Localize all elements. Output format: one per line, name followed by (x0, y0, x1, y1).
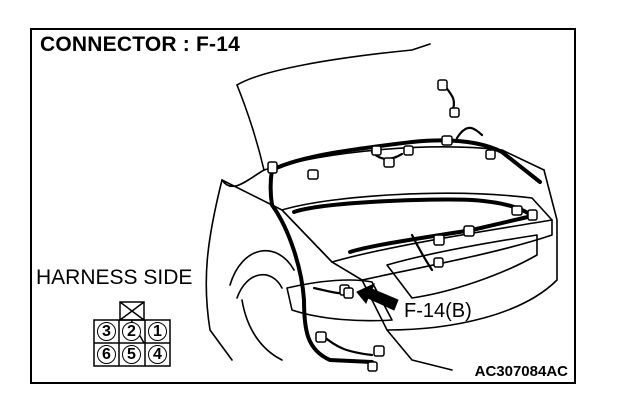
connector-f14 (343, 287, 354, 299)
harness-connector (373, 345, 385, 357)
license-recess (386, 234, 538, 299)
harness-connector (383, 157, 395, 168)
harness-connector (433, 234, 445, 246)
callout-arrow (356, 283, 399, 311)
harness-side (270, 203, 374, 364)
figure-code: AC307084AC (474, 363, 568, 380)
harness-lid (292, 197, 534, 254)
harness-connector (433, 257, 444, 268)
pin-3: 3 (97, 322, 116, 341)
harness-connector (511, 205, 523, 216)
rear-body (221, 169, 558, 331)
wheel-arch (229, 249, 295, 286)
pin-4: 4 (148, 345, 167, 364)
harness-connector (307, 169, 319, 180)
harness-connector (485, 149, 496, 160)
harness-connector (367, 361, 378, 372)
figure-frame: CONNECTOR : F-14 (30, 28, 576, 384)
rear-window-outline (236, 43, 431, 86)
harness-connector (315, 331, 327, 343)
connector-housing (93, 301, 171, 367)
harness-main (270, 138, 542, 184)
harness-connector (403, 145, 414, 156)
connector-callout-label: F-14(B) (404, 300, 472, 322)
wheel (241, 299, 283, 361)
pin-1: 1 (148, 322, 167, 341)
vehicle-rear-diagram (205, 43, 558, 372)
pin-6: 6 (97, 345, 116, 364)
connector-title: CONNECTOR : F-14 (40, 33, 240, 56)
pin-5: 5 (122, 345, 141, 364)
harness-connector (449, 107, 460, 118)
harness-side-label: HARNESS SIDE (36, 266, 193, 289)
tail-lamp (286, 279, 393, 322)
harness-connector (441, 135, 453, 146)
harness-connector (437, 79, 448, 91)
harness-connector (371, 145, 382, 156)
connector-pin-diagram: 3 2 1 6 5 4 (90, 300, 180, 370)
c-pillar (236, 84, 265, 171)
harness-connector (527, 209, 538, 221)
quarter-panel (205, 179, 233, 361)
harness-connector (267, 161, 278, 174)
trunk-lid (281, 192, 553, 263)
harness-connector (463, 225, 475, 237)
pin-2: 2 (122, 322, 141, 341)
